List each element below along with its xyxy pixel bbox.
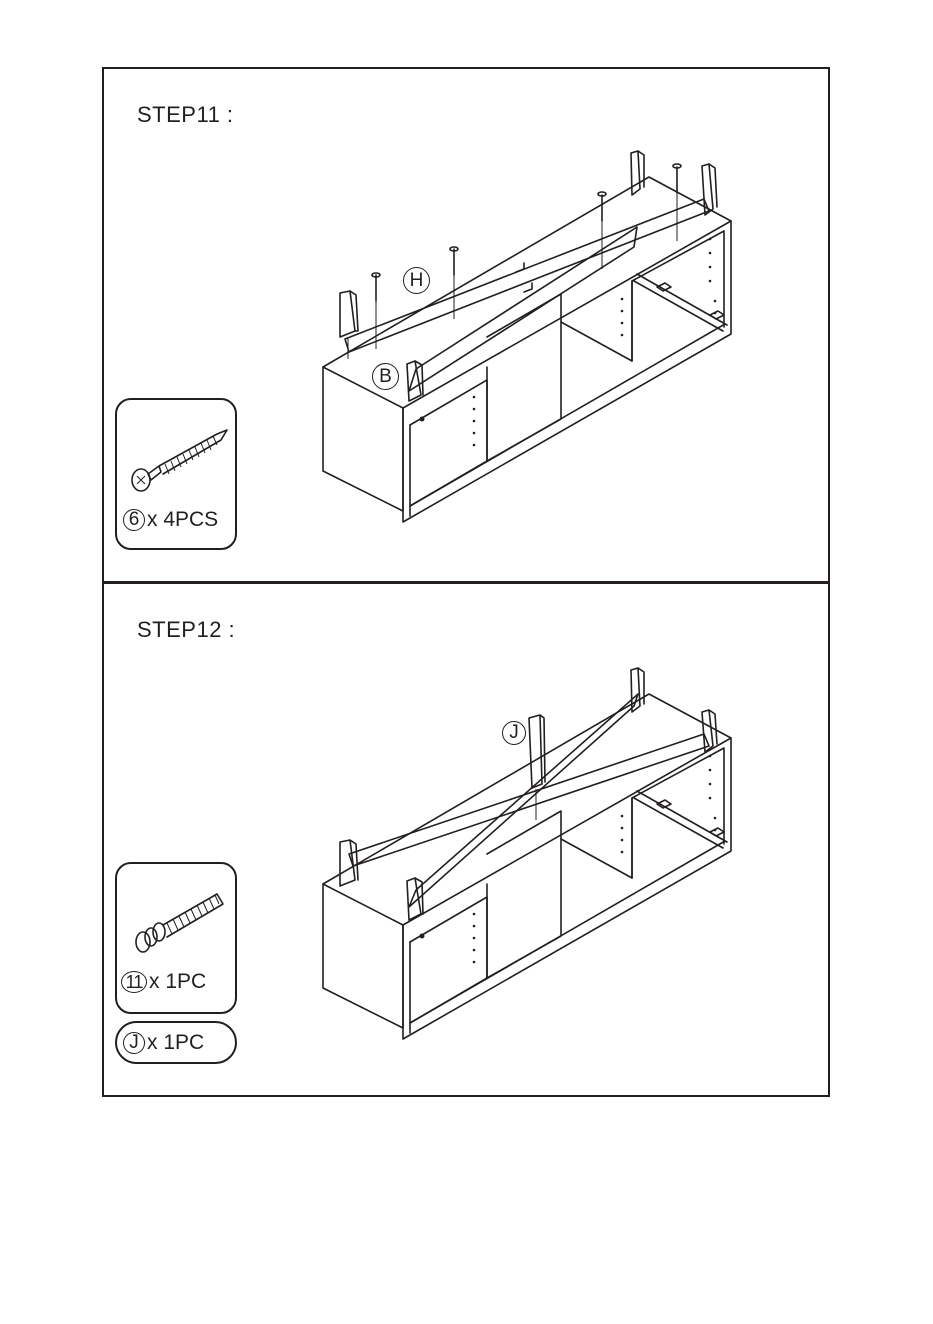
leg-left-rear (340, 840, 358, 886)
leg-left-front (407, 878, 423, 920)
brace-b (409, 227, 637, 391)
leg-right-rear (702, 164, 717, 215)
cabinet-left-side (323, 884, 403, 1028)
step11-panel: STEP11 : 6 x 4PCS (102, 67, 830, 583)
callout-b: B (372, 363, 399, 390)
step12-assembly-drawing (104, 584, 832, 1099)
leg-right-front (631, 151, 644, 195)
callout-j: J (502, 721, 526, 745)
screw-insert-markers (348, 164, 681, 359)
callout-h: H (403, 267, 430, 294)
leg-left-rear (340, 291, 358, 337)
step11-assembly-drawing (104, 69, 832, 585)
brace-h (345, 199, 709, 352)
leg-right-front (631, 668, 644, 712)
leg-left-front (407, 361, 423, 401)
step12-panel: STEP12 : 11 x 1PC J x 1PC (102, 582, 830, 1097)
connector-j (529, 715, 545, 788)
